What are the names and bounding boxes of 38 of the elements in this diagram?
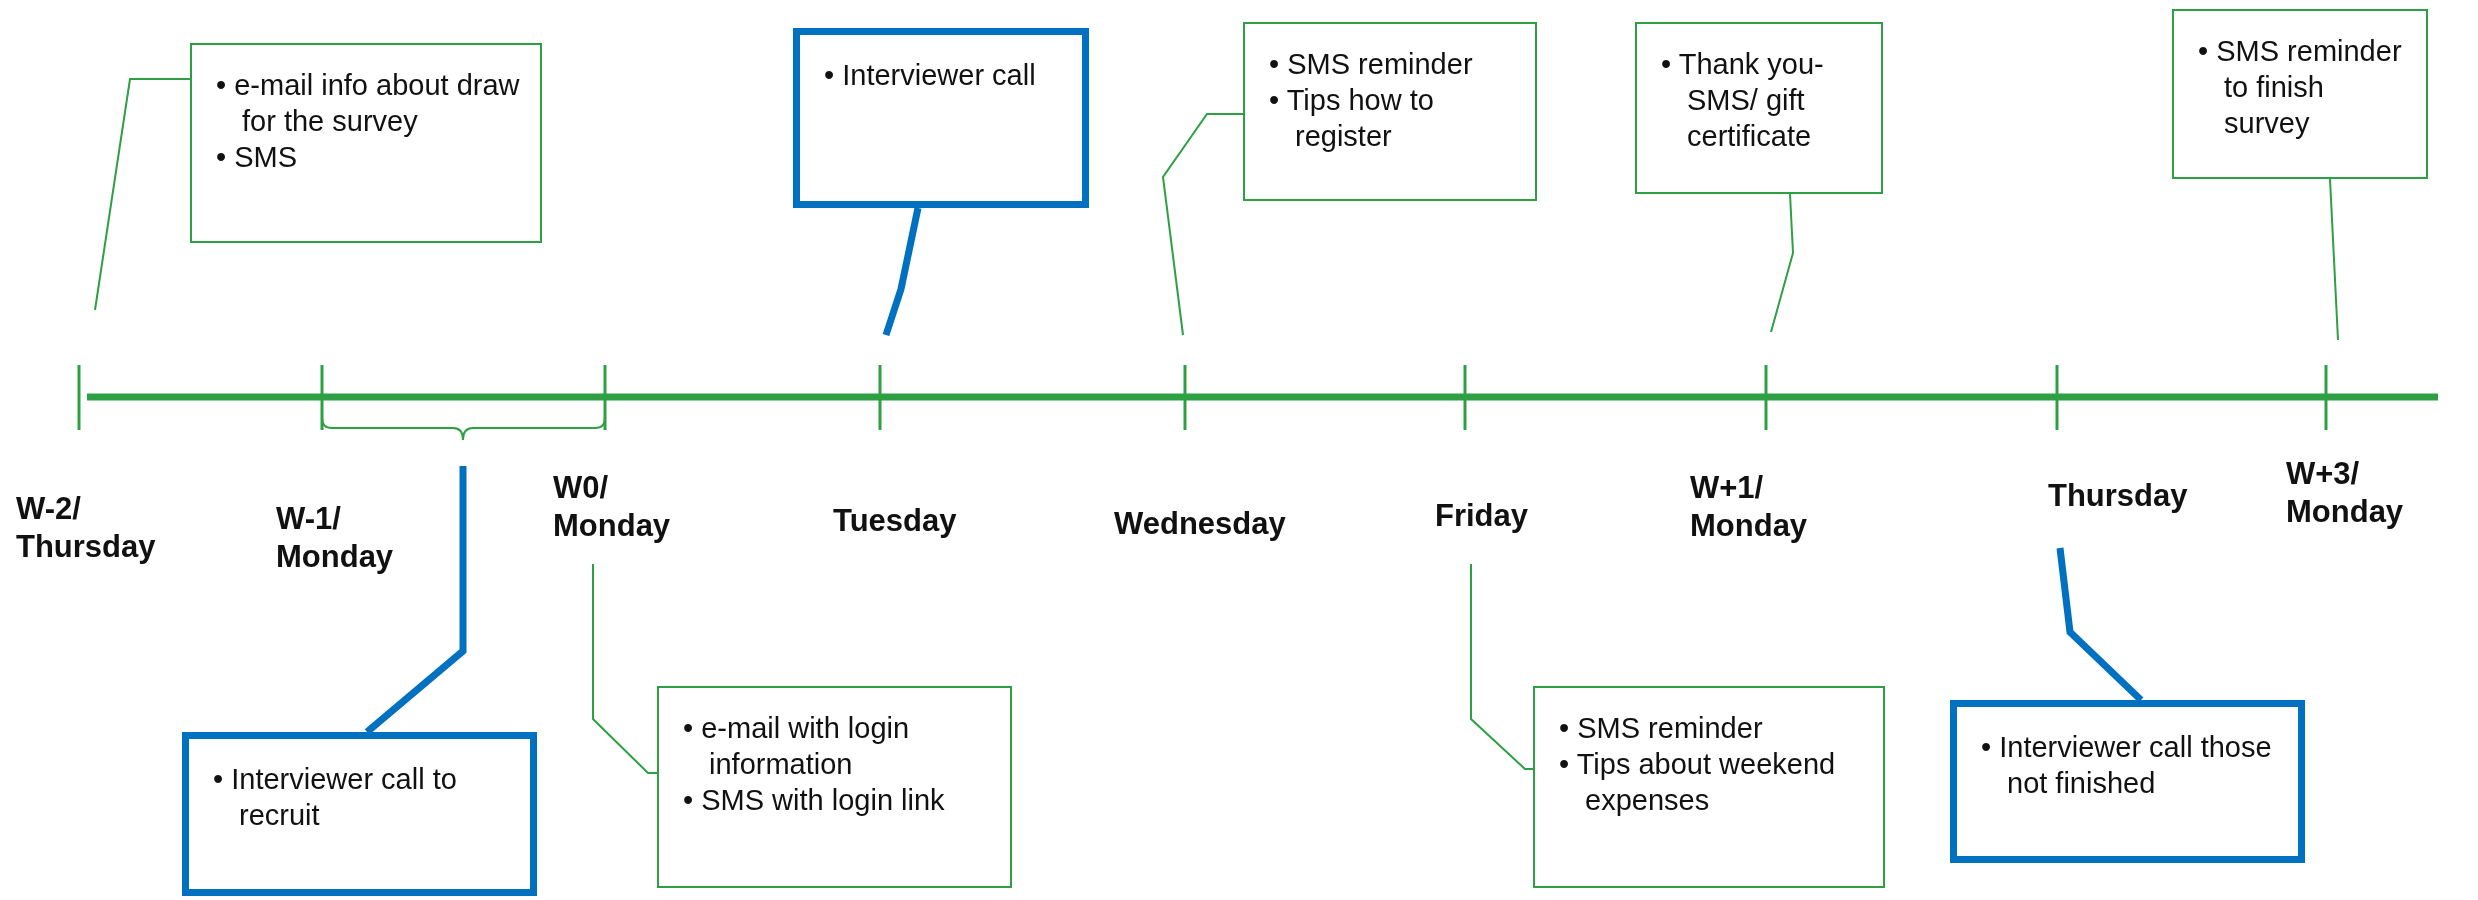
bullet-item: • e-mail with login information xyxy=(683,711,911,782)
date-label: W+3/ Monday xyxy=(2286,455,2404,531)
leader-line xyxy=(1161,113,1244,336)
note-box xyxy=(1533,686,1885,888)
date-label: W-2/ Thursday xyxy=(16,490,156,566)
leader-line xyxy=(94,78,191,311)
bullet-item: • SMS with login link xyxy=(683,783,946,818)
date-label: W-1/ Monday xyxy=(276,500,394,576)
note-box xyxy=(1635,22,1883,194)
note-box xyxy=(190,43,542,243)
date-label: Friday xyxy=(1435,497,1529,535)
bullet-item: • SMS reminder to finish survey xyxy=(2198,34,2403,141)
bullet-item: • Tips about weekend expenses xyxy=(1559,747,1837,818)
leader-line xyxy=(882,207,922,337)
bullet-item: • Interviewer call xyxy=(824,58,1037,93)
note-box xyxy=(2172,9,2428,179)
leader-line xyxy=(1770,193,1794,333)
bullet-item: • Interviewer call those not finished xyxy=(1981,730,2273,801)
date-label: W+1/ Monday xyxy=(1690,469,1808,545)
bullet-item: • SMS reminder xyxy=(1559,711,1764,746)
note-box xyxy=(1243,22,1537,201)
call-box xyxy=(1950,700,2305,863)
bullet-item: • e-mail info about draw for the survey xyxy=(216,68,521,139)
leader-line xyxy=(1470,563,1534,770)
bullet-item: • Tips how to register xyxy=(1269,83,1435,154)
bullet-item: • SMS xyxy=(216,140,299,175)
note-box xyxy=(657,686,1012,888)
bullet-item: • SMS reminder xyxy=(1269,47,1474,82)
leader-line xyxy=(2329,178,2339,341)
bullet-item: • Interviewer call to recruit xyxy=(213,762,458,833)
call-box xyxy=(182,732,537,896)
bullet-item: • Thank you-SMS/ gift certificate xyxy=(1661,47,1825,154)
date-label: W0/ Monday xyxy=(553,469,671,545)
date-label: Thursday xyxy=(2048,477,2188,515)
leader-line xyxy=(592,563,658,774)
date-label: Wednesday xyxy=(1114,505,1286,543)
call-box xyxy=(793,28,1089,208)
date-label: Tuesday xyxy=(833,502,957,540)
